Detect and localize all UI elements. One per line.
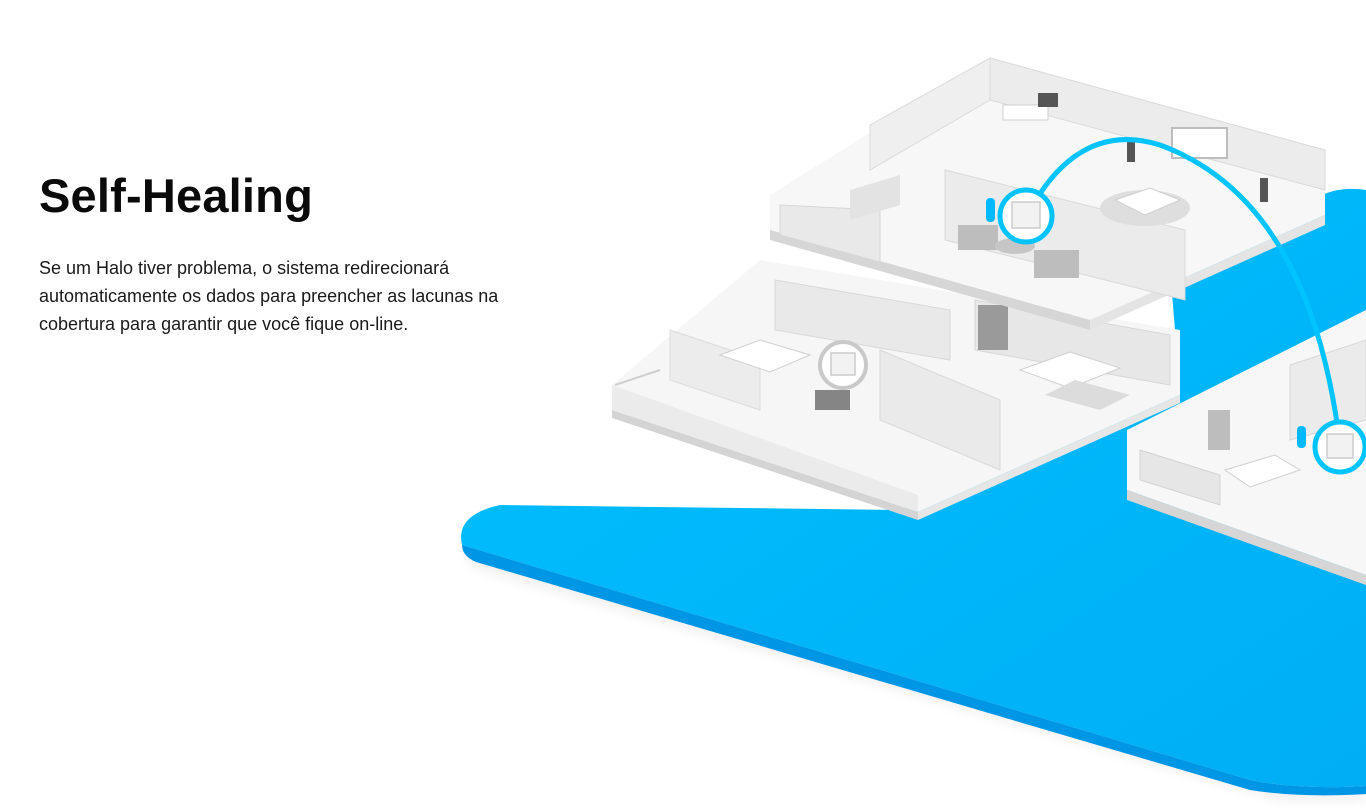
- halo-mesh-node-icon: [1297, 419, 1366, 475]
- halo-mesh-node-icon: [818, 340, 868, 390]
- wifi-arc-connection-icon: [1027, 137, 1343, 448]
- floor-left: [612, 260, 1180, 520]
- feature-title: Self-Healing: [39, 169, 314, 222]
- feature-description: Se um Halo tiver problema, o sistema red…: [39, 258, 499, 334]
- floor-right: [1127, 310, 1366, 585]
- floor-top: [770, 57, 1326, 330]
- feature-text: Self-Healing Se um Halo tiver problema, …: [39, 168, 519, 338]
- halo-mesh-node-icon: [986, 187, 1055, 245]
- blue-base-platform: [461, 188, 1366, 796]
